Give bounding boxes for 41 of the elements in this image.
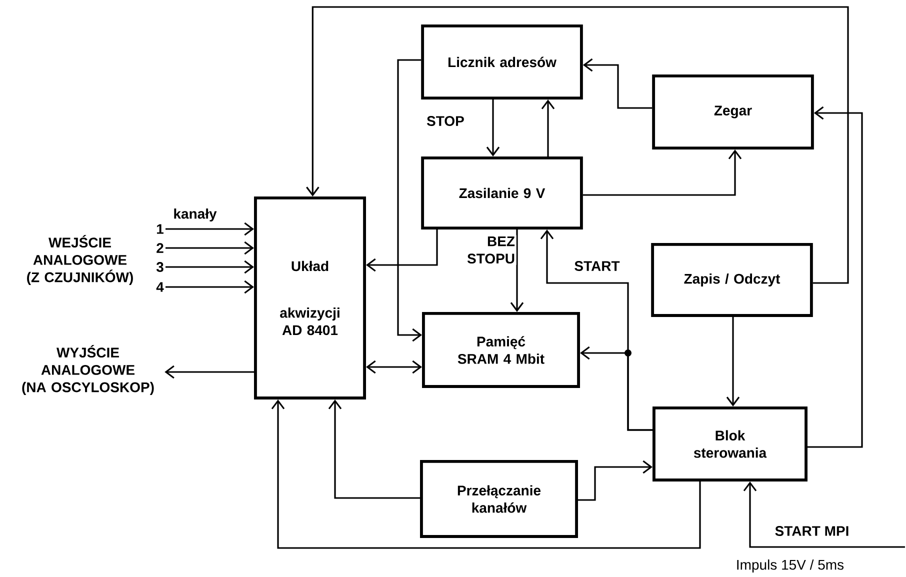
edge-label: START <box>572 260 622 272</box>
arrow <box>808 106 863 448</box>
arrow <box>166 222 254 236</box>
block-box: Pamięć SRAM 4 Mbit <box>422 312 580 388</box>
block-box: Zasilanie 9 V <box>421 156 583 230</box>
edge-label: START MPI <box>773 524 851 538</box>
edge-label: BEZ STOPU <box>464 235 516 265</box>
arrow <box>397 59 422 342</box>
arrow <box>510 230 524 312</box>
arrow <box>726 317 740 406</box>
channel-number: 3 <box>156 262 164 272</box>
arrow <box>328 400 420 499</box>
block-box: Układ akwizycji AD 8401 <box>254 196 366 400</box>
arrow <box>580 346 652 431</box>
arrow <box>271 400 701 549</box>
arrow <box>166 241 254 255</box>
channel-heading: kanały <box>174 208 217 222</box>
block-box: Blok sterowania <box>652 406 808 482</box>
arrow <box>582 58 652 109</box>
arrow <box>366 230 438 272</box>
arrow <box>166 260 254 274</box>
block-box: Zapis / Odczyt <box>651 243 813 317</box>
arrow <box>306 6 849 284</box>
arrow <box>366 360 422 374</box>
block-box: Zegar <box>652 74 814 150</box>
arrow <box>582 150 742 196</box>
channel-number: 2 <box>156 243 164 253</box>
arrow <box>743 482 905 548</box>
pulse-label: Impuls 15V / 5ms <box>737 559 844 573</box>
arrow <box>166 280 254 294</box>
block-box: Przełączanie kanałów <box>420 460 578 538</box>
input-label: WEJŚCIE ANALOGOWE (Z CZUJNIKÓW) <box>27 235 133 285</box>
output-label: WYJŚCIE ANALOGOWE (NA OSCYLOSKOP) <box>22 345 154 395</box>
edge-label: STOP <box>425 114 466 128</box>
arrow <box>541 100 555 156</box>
block-box: Licznik adresów <box>421 24 583 100</box>
arrow <box>486 100 500 156</box>
channel-number: 4 <box>156 282 164 292</box>
arrow <box>164 365 254 379</box>
channel-number: 1 <box>157 224 164 234</box>
arrow <box>578 460 652 501</box>
